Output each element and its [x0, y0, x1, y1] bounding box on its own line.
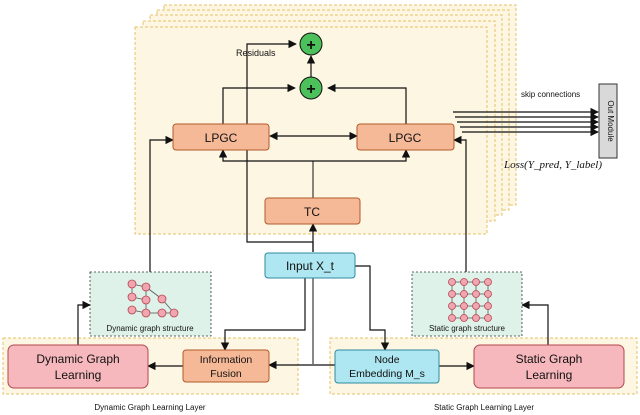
static-layer-caption: Static Graph Learning Layer [434, 403, 534, 412]
out-module-label: Out Module [606, 100, 615, 142]
residual-plus-node: + [299, 32, 323, 56]
input-box [264, 252, 356, 279]
tc-label: TC [304, 205, 320, 219]
node-embedding-line1: Node [374, 354, 399, 366]
lpgc-right-box [356, 123, 455, 151]
loss-label: Loss(Y_pred, Y_label) [503, 159, 602, 171]
skip-plus-node: + [299, 76, 323, 100]
static-learning-line1: Static Graph [516, 352, 583, 366]
dynamic-learning-box [7, 344, 149, 389]
lpgc-right-label: LPGC [389, 131, 422, 145]
node-embedding-line2: Embedding M_s [349, 368, 425, 380]
dynamic-learning-line2: Learning [55, 368, 102, 382]
information-fusion-line2: Fusion [210, 368, 242, 380]
static-graph-structure: Static graph structure [411, 271, 523, 337]
residual-plus-symbol: + [306, 37, 315, 54]
dynamic-structure-caption: Dynamic graph structure [106, 324, 194, 333]
node-embedding-box [334, 349, 440, 384]
edges [77, 39, 599, 371]
information-fusion-box [182, 349, 270, 383]
skip-connections-label: skip connections [521, 90, 580, 99]
lpgc-left-label: LPGC [205, 131, 238, 145]
static-structure-caption: Static graph structure [429, 324, 506, 333]
dynamic-learning-line1: Dynamic Graph [36, 352, 119, 366]
residuals-label: Residuals [236, 48, 276, 58]
information-fusion-line1: Information [200, 354, 253, 366]
input-label: Input X_t [286, 259, 335, 273]
dynamic-layer-caption: Dynamic Graph Learning Layer [94, 403, 206, 412]
dynamic-graph-structure: Dynamic graph structure [89, 271, 212, 337]
static-learning-line2: Learning [526, 368, 573, 382]
skip-plus-symbol: + [306, 81, 315, 98]
static-learning-box [473, 344, 625, 389]
out-module-box [598, 83, 618, 159]
lpgc-left-box [172, 123, 270, 151]
tc-box [264, 197, 361, 225]
